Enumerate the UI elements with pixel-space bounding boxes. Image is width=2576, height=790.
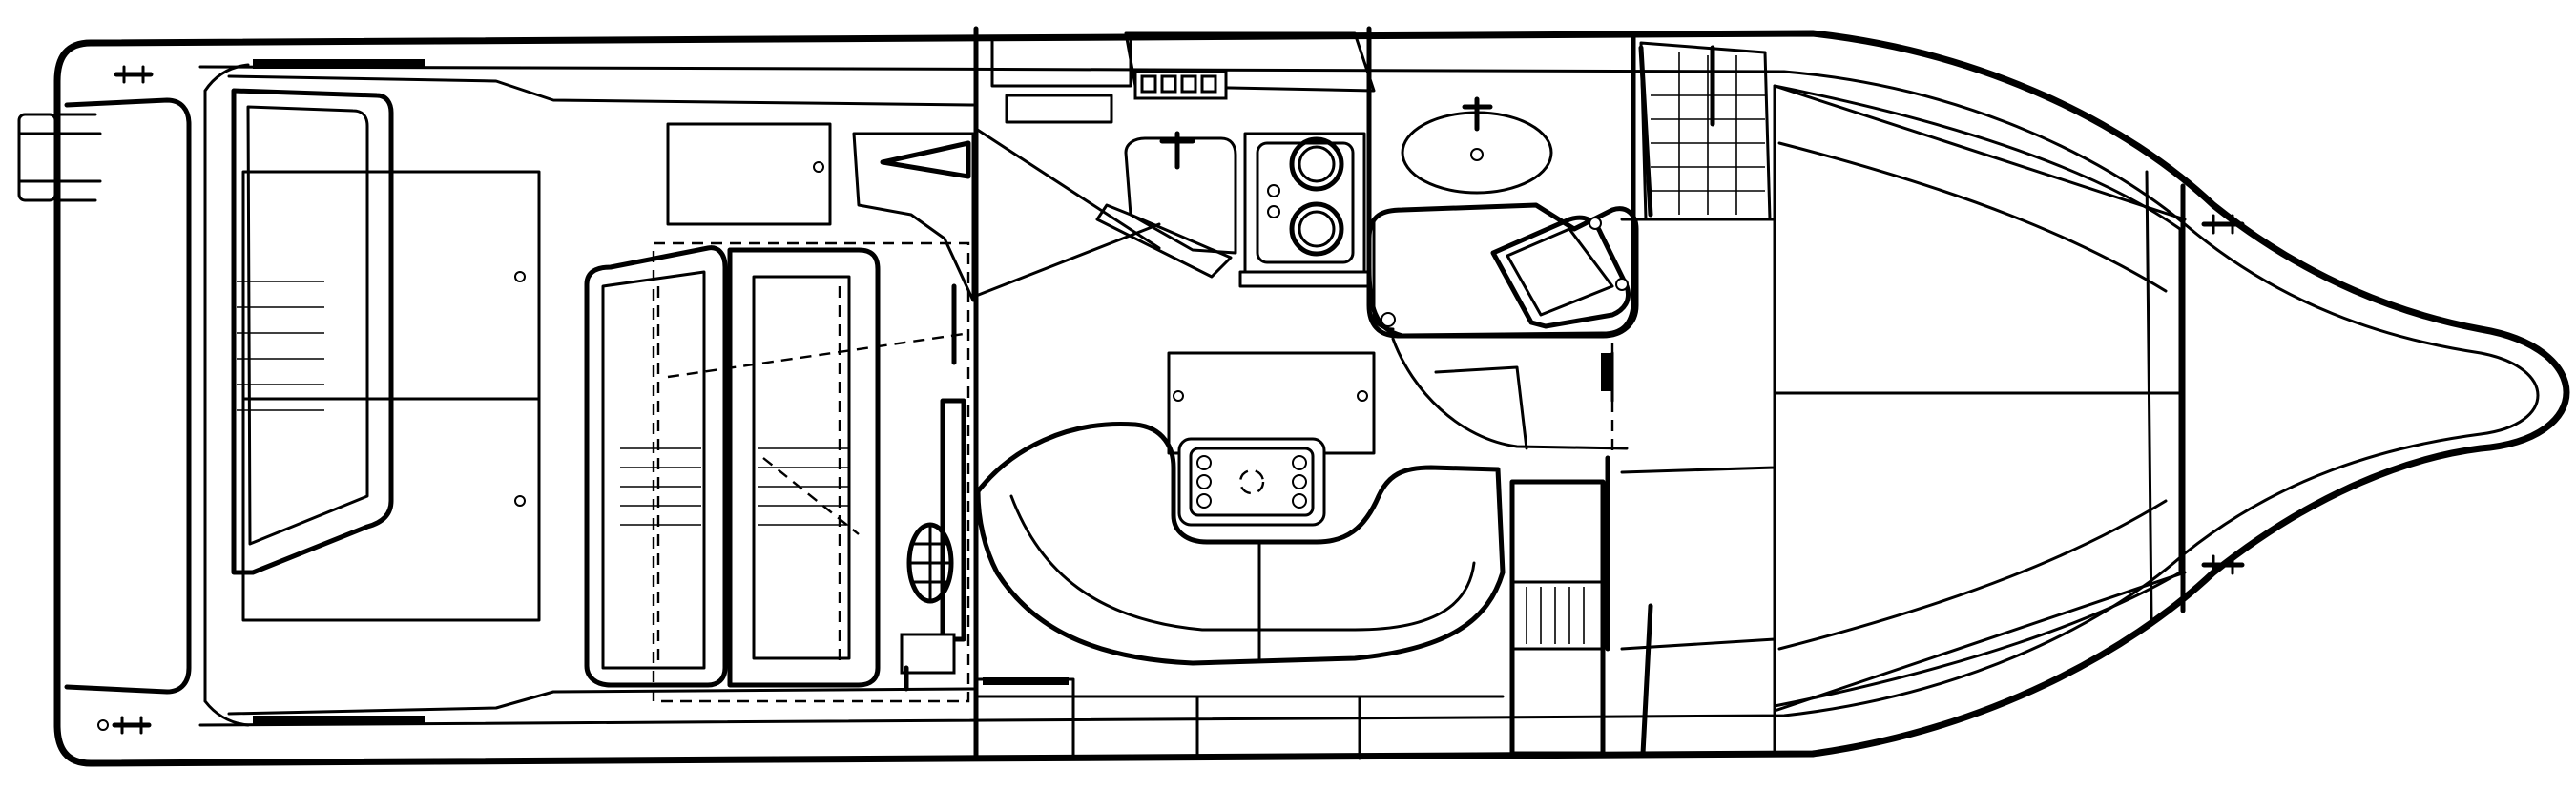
galley-faucet-icon <box>1159 131 1195 170</box>
helm-seat-forward <box>727 247 881 688</box>
swim-platform <box>64 97 192 695</box>
helm-seat-aft-cushion <box>601 270 706 670</box>
aft-bench-slats <box>237 281 324 411</box>
cockpit-hatch-starboard <box>241 397 541 622</box>
v-berth-edge-lines <box>1773 84 2187 713</box>
engine-hatch-outline <box>652 241 970 703</box>
bow-cleat-port <box>2201 214 2245 235</box>
dinette-seat-back <box>1009 494 1476 632</box>
helm-seat-frame-dashed <box>656 286 965 668</box>
head-vanity <box>1366 202 1639 339</box>
helm-seat-aft <box>584 245 728 688</box>
cockpit-starboard-coaming <box>227 687 975 716</box>
galley-burner-strip <box>1133 70 1228 100</box>
aft-bench-seat <box>231 88 394 575</box>
forepeak-inner <box>2145 170 2153 622</box>
cabin-floor-panels <box>974 677 1505 760</box>
starboard-rail <box>253 716 425 725</box>
companionway-line <box>974 127 1161 250</box>
v-berth-port-hatch-lines <box>1651 94 1765 192</box>
v-berth-inner-line <box>1777 141 2168 651</box>
transom-inner <box>203 63 250 727</box>
galley-counter <box>990 36 1132 88</box>
head-door <box>1372 218 1395 331</box>
hull-outline <box>53 30 2570 767</box>
hanging-locker <box>1509 479 1606 757</box>
dinette-table-insert <box>1177 437 1326 527</box>
stern-cleat-starboard <box>97 716 152 735</box>
dinette-u-seat <box>975 421 1506 666</box>
galley-shelf <box>1005 94 1113 124</box>
bow-cleat-starboard <box>2201 554 2245 575</box>
stern-cleat-port <box>114 65 154 84</box>
cabin-step-rail <box>983 677 1069 685</box>
dinette-table <box>1167 351 1376 455</box>
galley-sink <box>1124 136 1237 255</box>
helm-seat-slats <box>620 447 849 526</box>
port-rail <box>253 59 425 69</box>
head-faucet-icon <box>1462 96 1493 161</box>
galley-backsplash <box>1124 31 1376 93</box>
cockpit-port-coaming <box>227 74 975 107</box>
head-toilet <box>1490 215 1631 329</box>
galley-counter-edge <box>1095 203 1233 279</box>
v-berth-mattress <box>1773 84 2182 708</box>
helm-console <box>940 398 966 642</box>
aft-bench-cushion <box>246 105 369 546</box>
throttle-box <box>900 633 956 675</box>
passage-step <box>1391 337 1629 450</box>
step-to-bridge <box>852 132 975 302</box>
boarding-ladder <box>17 113 102 202</box>
locker-latch <box>1601 353 1612 391</box>
step-tread <box>880 140 971 179</box>
wet-bar-top <box>666 122 832 226</box>
